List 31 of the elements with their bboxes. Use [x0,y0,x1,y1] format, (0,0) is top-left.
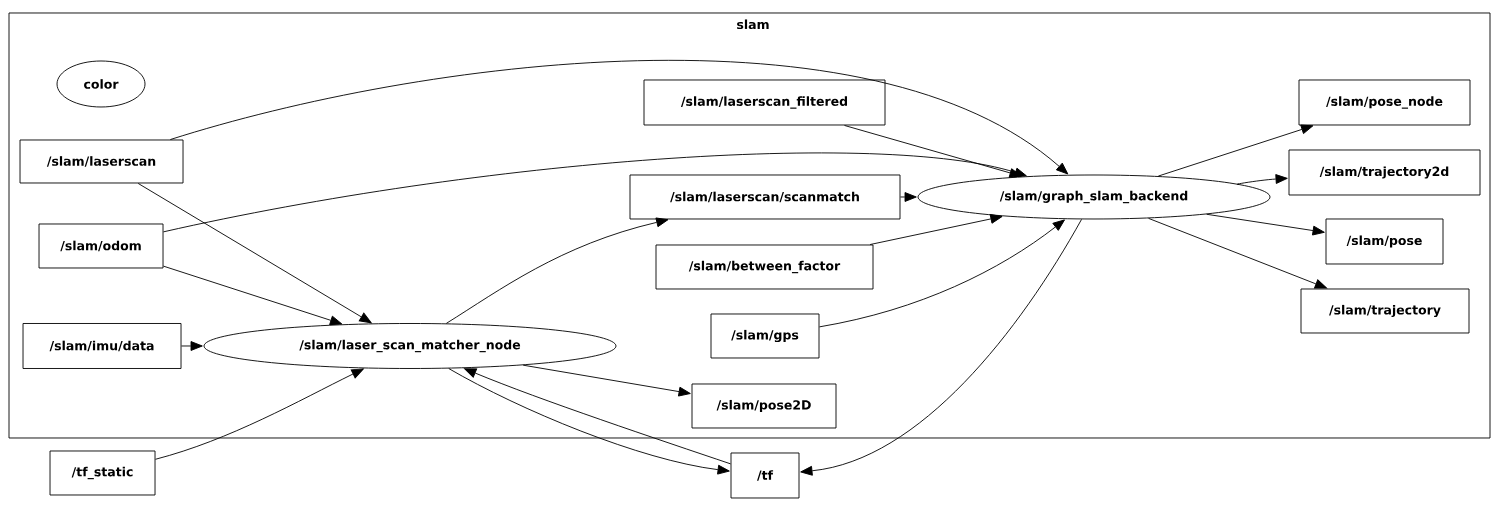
topic-box: /slam/laserscan/scanmatch [629,174,901,220]
topic-box: /slam/trajectory2d [1288,149,1481,196]
topic-box: /slam/laserscan [19,139,184,184]
topic-box: /slam/gps [710,313,820,359]
topic-box: /slam/odom [38,223,164,269]
arrow [1157,124,1314,177]
topic-box: /slam/pose [1325,218,1444,265]
topic-box: /slam/laserscan_filtered [643,79,886,126]
arrow [445,217,669,324]
arrow [819,219,1065,328]
topic-box: /slam/pose_node [1298,79,1471,126]
arrow [155,368,364,460]
topic-box: /slam/pose2D [691,383,837,429]
arrow [1148,217,1328,289]
arrow [900,192,917,202]
arrow [169,60,1069,175]
topic-box: /tf_static [49,450,156,496]
topic-box: /slam/imu/data [22,323,182,369]
topic-box: /slam/trajectory [1300,288,1470,334]
arrow [163,152,1027,233]
arrow [844,125,1022,178]
arrow [522,364,691,397]
arrow [800,218,1082,476]
arrow [1206,213,1325,236]
arrow [869,214,1003,245]
topic-box: /tf [730,452,800,499]
arrow [163,265,343,326]
arrow [137,183,372,324]
topic-box: /slam/between_factor [655,244,874,290]
arrow [1237,174,1288,185]
arrow [181,341,203,351]
